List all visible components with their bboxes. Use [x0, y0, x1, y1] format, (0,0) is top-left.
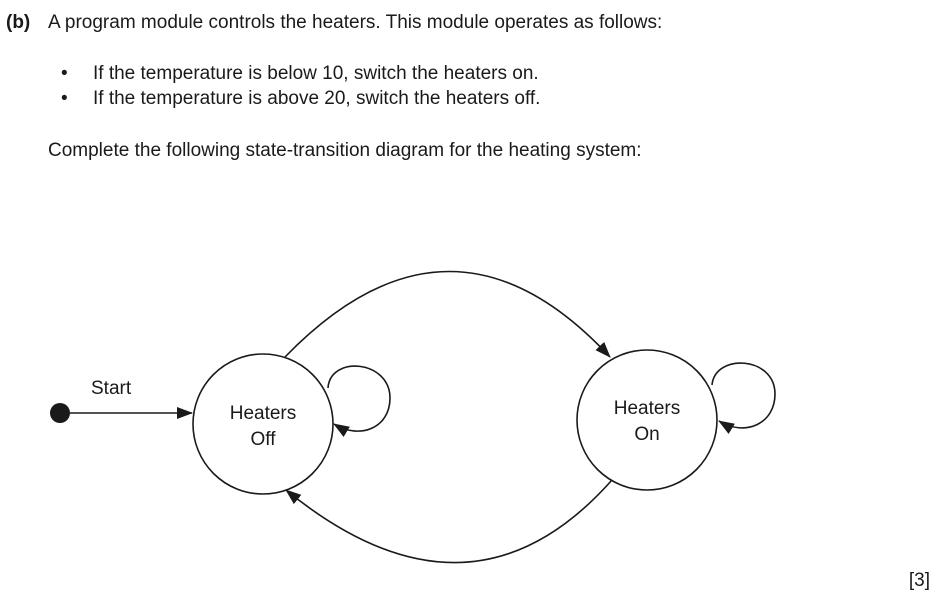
transition-on-to-off-arrow	[285, 479, 613, 564]
bullet-marker: •	[61, 63, 68, 84]
state-heaters-off	[192, 353, 334, 495]
bullet-above-20: If the temperature is above 20, switch t…	[93, 88, 541, 109]
self-loop-heaters-off-arrow	[327, 365, 391, 437]
question-instruction: Complete the following state-transition …	[48, 140, 642, 161]
state-heaters-on-label-line2: On	[634, 424, 659, 445]
question-intro: A program module controls the heaters. T…	[48, 12, 663, 33]
start-label: Start	[91, 378, 132, 399]
state-heaters-on-label-line1: Heaters	[614, 398, 681, 419]
state-heaters-off-label-line2: Off	[251, 429, 277, 450]
marks-indicator: [3]	[908, 570, 930, 591]
state-heaters-on	[576, 349, 718, 491]
bullet-below-10: If the temperature is below 10, switch t…	[93, 63, 539, 84]
start-node	[50, 403, 70, 423]
transition-off-to-on-arrow	[284, 270, 611, 358]
self-loop-heaters-on-arrow	[711, 362, 776, 434]
question-part-label: (b)	[6, 12, 31, 33]
state-heaters-off-label-line1: Heaters	[230, 403, 297, 424]
bullet-marker: •	[61, 88, 68, 109]
